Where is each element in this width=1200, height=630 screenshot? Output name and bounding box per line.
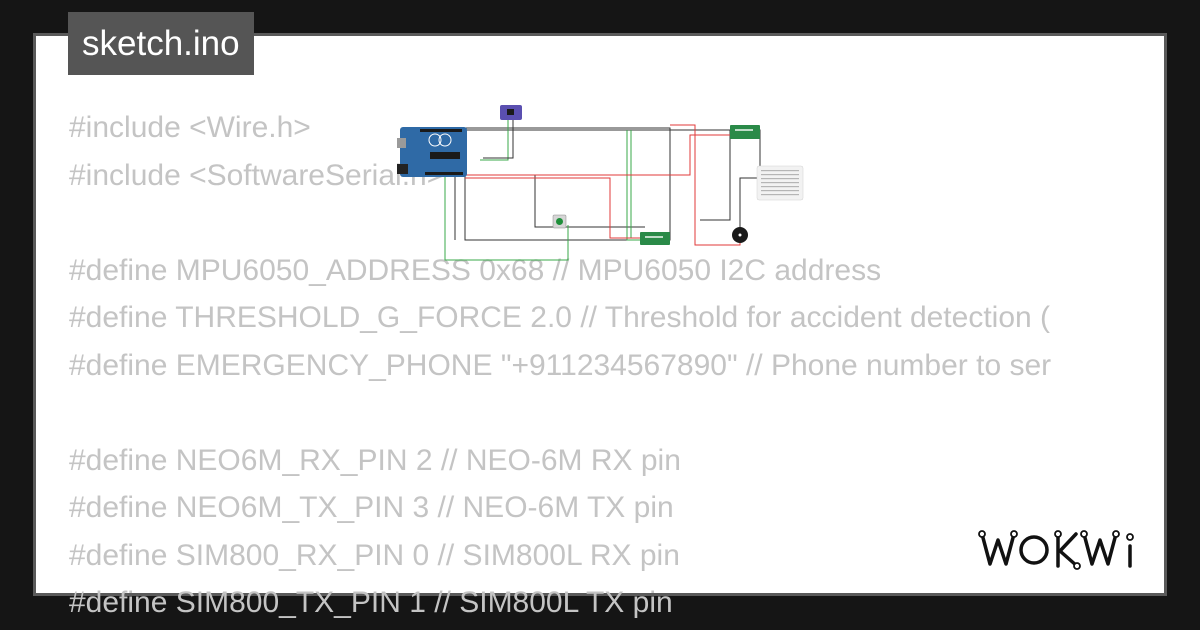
wire (464, 127, 671, 241)
arduino-uno-icon (397, 127, 467, 177)
code-preview: #include <Wire.h>#include <SoftwareSeria… (69, 104, 1134, 627)
gps-module-icon (640, 232, 670, 245)
wire (483, 118, 514, 159)
wire (465, 177, 640, 239)
breadboard-icon (756, 165, 804, 201)
mpu6050-icon (500, 105, 522, 120)
wires (444, 118, 761, 261)
code-line: #include <Wire.h> (69, 111, 311, 144)
wire (480, 118, 509, 161)
wire (626, 130, 640, 241)
code-line: #define THRESHOLD_G_FORCE 2.0 // Thresho… (69, 301, 1051, 334)
wire (444, 160, 569, 261)
code-line: #define SIM800_TX_PIN 1 // SIM800L TX pi… (69, 586, 673, 619)
file-tab[interactable]: sketch.ino (68, 12, 254, 75)
code-line: #define SIM800_RX_PIN 0 // SIM800L RX pi… (69, 538, 680, 572)
buzzer-icon (732, 227, 748, 243)
push-button-icon (552, 214, 567, 229)
code-line: #define MPU6050_ADDRESS 0x68 // MPU6050 … (69, 253, 882, 287)
code-line: #define NEO6M_TX_PIN 3 // NEO-6M TX pin (69, 491, 674, 524)
gsm-module-icon (730, 125, 760, 139)
wire (630, 130, 640, 239)
code-line: #define EMERGENCY_PHONE "+911234567890" … (69, 348, 1052, 382)
wokwi-logo[interactable] (978, 526, 1150, 574)
wire (465, 134, 730, 176)
code-preview-card: #include <Wire.h>#include <SoftwareSeria… (33, 33, 1167, 619)
wire (465, 129, 731, 221)
code-line: #define NEO6M_RX_PIN 2 // NEO-6M RX pin (69, 443, 681, 477)
code-line (69, 389, 1134, 437)
circuit-diagram (397, 105, 804, 261)
